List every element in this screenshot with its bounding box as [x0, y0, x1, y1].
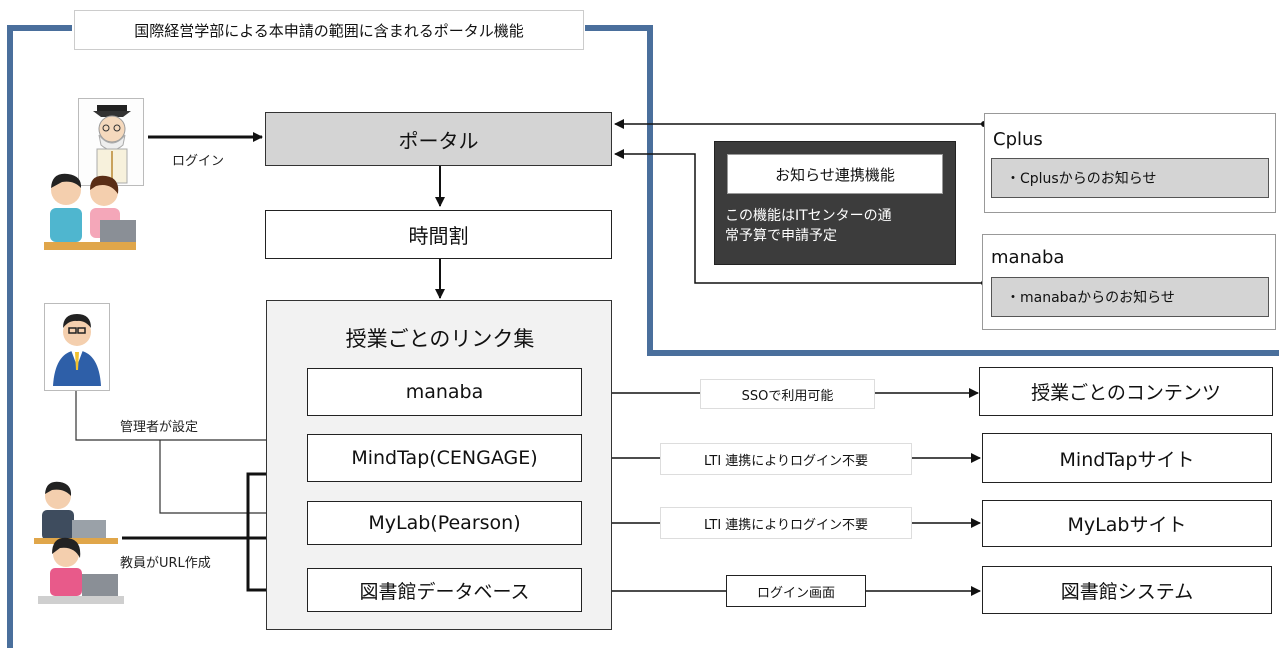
link-manaba[interactable]: manaba — [307, 368, 582, 416]
target-mylab-site-label: MyLabサイト — [1067, 514, 1187, 536]
connector-sso-text: SSOで利用可能 — [741, 388, 834, 404]
timetable-box[interactable]: 時間割 — [265, 210, 612, 259]
link-mindtap[interactable]: MindTap(CENGAGE) — [307, 434, 582, 482]
connector-login-screen: ログイン画面 — [726, 575, 866, 607]
link-library-db[interactable]: 図書館データベース — [307, 568, 582, 612]
timetable-label: 時間割 — [408, 224, 469, 248]
target-course-content[interactable]: 授業ごとのコンテンツ — [979, 367, 1273, 416]
scope-border — [7, 25, 1279, 648]
cplus-name: Cplus — [993, 129, 1043, 150]
link-manaba-label: manaba — [405, 381, 484, 403]
teachers-icon — [32, 478, 128, 610]
admin-label: 管理者が設定 — [120, 420, 199, 435]
link-collection-title: 授業ごとのリンク集 — [345, 327, 535, 351]
students-icon — [40, 168, 140, 254]
scope-title-text: 国際経営学部による本申請の範囲に含まれるポータル機能 — [134, 21, 524, 40]
admin-icon — [44, 303, 110, 391]
manaba-notice-box: manaba ・manabaからのお知らせ — [982, 234, 1276, 330]
notice-title: お知らせ連携機能 — [727, 154, 943, 194]
connector-login-screen-text: ログイン画面 — [756, 585, 835, 601]
portal-label: ポータル — [398, 128, 479, 153]
target-course-content-label: 授業ごとのコンテンツ — [1031, 382, 1221, 404]
notice-desc-2: 常予算で申請予定 — [725, 228, 837, 244]
target-mylab-site[interactable]: MyLabサイト — [982, 500, 1272, 547]
target-library-system[interactable]: 図書館システム — [982, 566, 1272, 614]
connector-lti-mylab: LTI 連携によりログイン不要 — [660, 507, 912, 539]
link-mylab[interactable]: MyLab(Pearson) — [307, 501, 582, 545]
login-label: ログイン — [172, 154, 225, 169]
teacher-label: 教員がURL作成 — [120, 552, 211, 571]
notice-desc-1: この機能はITセンターの通 — [725, 208, 892, 224]
notice-box: お知らせ連携機能 この機能はITセンターの通 常予算で申請予定 — [714, 141, 956, 265]
graduate-icon — [78, 98, 144, 186]
manaba-notice-name: manaba — [991, 247, 1065, 268]
target-library-system-label: 図書館システム — [1060, 580, 1194, 603]
connector-lti-mindtap: LTI 連携によりログイン不要 — [660, 443, 912, 475]
cplus-notice-item[interactable]: ・Cplusからのお知らせ — [991, 158, 1269, 198]
link-mylab-label: MyLab(Pearson) — [368, 512, 521, 534]
manaba-notice-item[interactable]: ・manabaからのお知らせ — [991, 277, 1269, 317]
scope-title: 国際経営学部による本申請の範囲に含まれるポータル機能 — [74, 10, 584, 50]
link-mindtap-label: MindTap(CENGAGE) — [351, 447, 538, 469]
manaba-notice-text: ・manabaからのお知らせ — [1006, 290, 1175, 306]
connector-lti-mylab-text: LTI 連携によりログイン不要 — [703, 517, 869, 533]
cplus-box: Cplus ・Cplusからのお知らせ — [984, 113, 1276, 213]
target-mindtap-site[interactable]: MindTapサイト — [982, 433, 1272, 483]
notice-title-text: お知らせ連携機能 — [775, 165, 895, 184]
connector-lti-mindtap-text: LTI 連携によりログイン不要 — [703, 453, 869, 469]
cplus-notice-text: ・Cplusからのお知らせ — [1006, 171, 1157, 187]
portal-box[interactable]: ポータル — [265, 112, 612, 166]
target-mindtap-site-label: MindTapサイト — [1059, 448, 1195, 471]
connector-sso: SSOで利用可能 — [700, 379, 875, 409]
link-library-db-label: 図書館データベース — [359, 580, 530, 603]
